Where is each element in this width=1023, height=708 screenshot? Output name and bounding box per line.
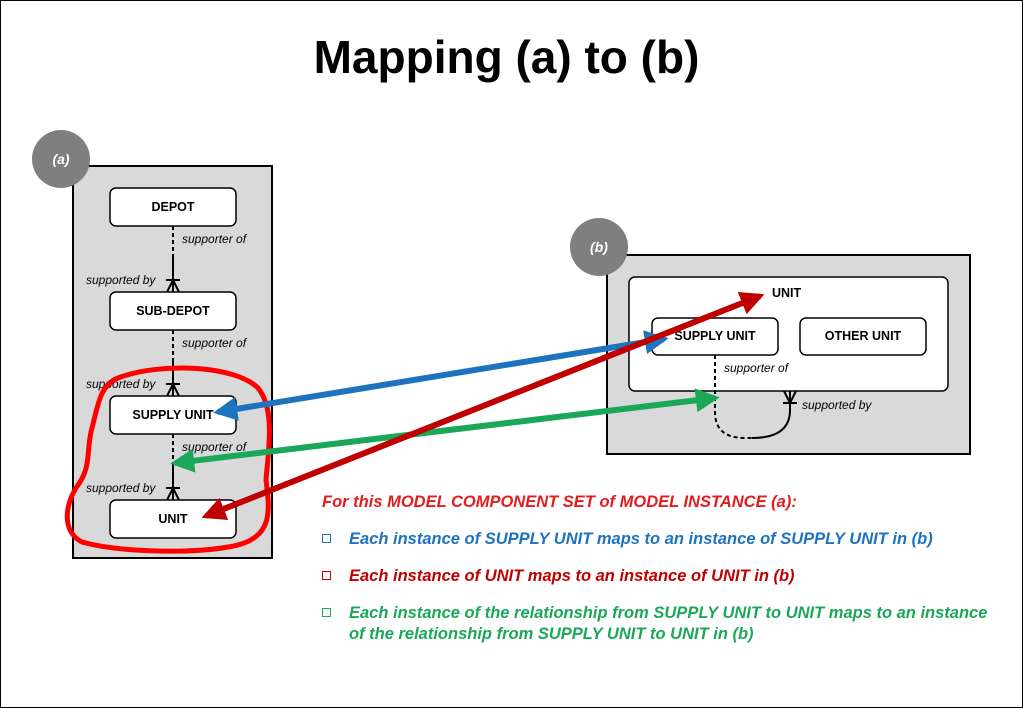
mapping-arrow-unit [201,291,765,521]
rel-2-supporter-label: supporter of [182,336,248,350]
panel-b-supported-label: supported by [802,398,872,412]
entity-sub-depot: SUB-DEPOT [109,291,237,331]
notes-intro: For this MODEL COMPONENT SET of MODEL IN… [322,493,797,511]
badge-b: (b) [570,218,628,276]
entity-unit-b-label: UNIT [772,286,802,300]
checkbox-bullet-icon [322,608,331,617]
note-item-relationship-text: Each instance of the relationship from S… [349,604,988,643]
rel-3-supported-label: supported by [86,481,156,495]
panel-b-supporter-label: supporter of [724,361,790,375]
rel-3-supporter-label: supporter of [182,440,248,454]
entity-depot-label: DEPOT [151,200,194,214]
note-item-unit-text: Each instance of UNIT maps to an instanc… [349,567,795,585]
entity-supply-unit-b-label: SUPPLY UNIT [674,329,756,343]
entity-sub-depot-label: SUB-DEPOT [136,304,210,318]
entity-supply-unit-a: SUPPLY UNIT [109,395,237,435]
entity-other-unit-label: OTHER UNIT [825,329,902,343]
rel-1-supported-label: supported by [86,273,156,287]
mapping-arrow-supply-unit [213,330,669,421]
entity-depot: DEPOT [109,187,237,227]
entity-other-unit: OTHER UNIT [799,317,927,356]
panel-a-relationship-1 [166,226,180,293]
badge-b-label: (b) [590,239,608,255]
note-item-supply-unit: Each instance of SUPPLY UNIT maps to an … [322,529,1012,550]
badge-a-label: (a) [52,151,69,167]
badge-a: (a) [32,130,90,188]
checkbox-bullet-icon [322,534,331,543]
entity-supply-unit-b: SUPPLY UNIT [651,317,779,356]
slide-title: Mapping (a) to (b) [313,31,700,83]
notes-block: For this MODEL COMPONENT SET of MODEL IN… [322,492,1012,645]
entity-supply-unit-a-label: SUPPLY UNIT [132,408,214,422]
rel-1-supporter-label: supporter of [182,232,248,246]
note-item-unit: Each instance of UNIT maps to an instanc… [322,566,1012,587]
note-item-supply-unit-text: Each instance of SUPPLY UNIT maps to an … [349,530,933,548]
entity-unit-a: UNIT [109,499,237,539]
note-item-relationship: Each instance of the relationship from S… [322,603,1012,645]
entity-unit-a-label: UNIT [158,512,188,526]
checkbox-bullet-icon [322,571,331,580]
